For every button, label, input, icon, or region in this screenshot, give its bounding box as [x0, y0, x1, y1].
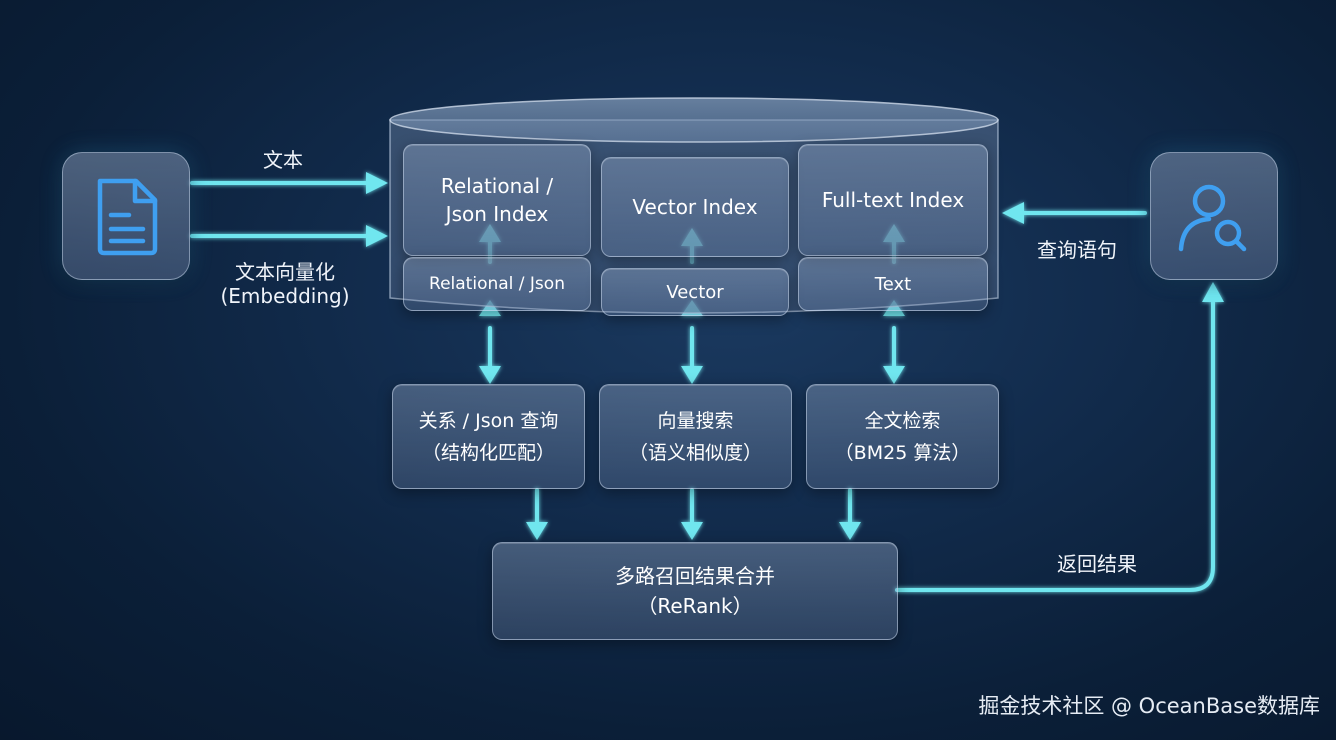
return-label: 返回结果	[1057, 552, 1137, 576]
merge-title: 多路召回结果合并	[615, 564, 775, 588]
watermark: 掘金技术社区 @ OceanBase数据库	[978, 694, 1320, 718]
relational-index-title-2: Json Index	[445, 202, 549, 226]
relational-index-card: Relational / Json Index	[403, 144, 591, 256]
vector-search-title: 向量搜索	[657, 409, 734, 432]
fulltext-index-card: Full-text Index	[798, 144, 988, 256]
relational-data-card: Relational / Json	[403, 257, 591, 311]
vector-search-box: 向量搜索 （语义相似度）	[599, 384, 792, 489]
vector-search-subtitle: （语义相似度）	[628, 441, 762, 464]
text-data-card: Text	[798, 257, 988, 311]
text-input-label: 文本	[263, 148, 303, 172]
vector-index-card: Vector Index	[601, 157, 789, 257]
query-label: 查询语句	[1037, 238, 1117, 262]
return-arrow	[895, 300, 1215, 592]
document-source-box	[62, 152, 190, 280]
vector-index-title: Vector Index	[632, 195, 758, 219]
relational-index-title-1: Relational /	[440, 174, 554, 198]
fulltext-search-subtitle: （BM25 算法）	[834, 441, 971, 464]
vector-data-label: Vector	[666, 281, 724, 303]
merge-rerank-box: 多路召回结果合并 （ReRank）	[492, 542, 898, 640]
relational-search-subtitle: （结构化匹配）	[421, 441, 555, 464]
merge-subtitle: （ReRank）	[637, 594, 753, 618]
relational-search-title: 关系 / Json 查询	[418, 409, 559, 432]
fulltext-index-title: Full-text Index	[821, 188, 965, 212]
query-user-box	[1150, 152, 1278, 280]
database-cylinder	[389, 97, 999, 314]
fulltext-search-box: 全文检索 （BM25 算法）	[806, 384, 999, 489]
relational-data-label: Relational / Json	[429, 274, 565, 294]
fulltext-search-title: 全文检索	[864, 409, 941, 432]
text-data-label: Text	[874, 273, 912, 295]
vector-data-card: Vector	[601, 268, 789, 316]
relational-search-box: 关系 / Json 查询 （结构化匹配）	[392, 384, 585, 489]
embedding-label: 文本向量化	[235, 260, 335, 284]
user-search-icon	[1178, 184, 1247, 252]
embedding-sublabel: (Embedding)	[220, 284, 350, 308]
document-icon	[97, 178, 158, 256]
